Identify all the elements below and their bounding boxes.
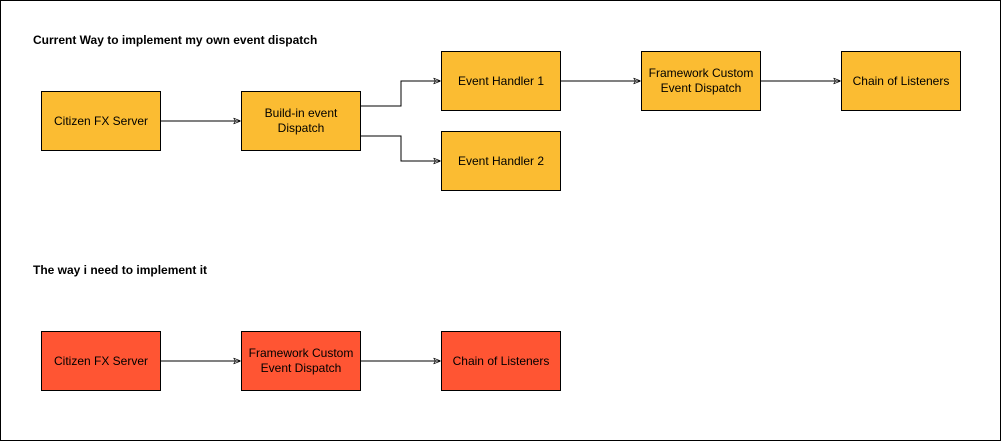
needed-way-heading: The way i need to implement it xyxy=(33,263,208,277)
node-event-handler-1[interactable]: Event Handler 1 xyxy=(441,51,561,111)
arrow-builtin-to-handler-2 xyxy=(361,135,440,161)
arrow-builtin-to-handler-1 xyxy=(361,81,440,107)
node-label: Event Handler 1 xyxy=(457,73,545,88)
node-citizen-fx-server[interactable]: Citizen FX Server xyxy=(41,91,161,151)
node-chain-of-listeners-new[interactable]: Chain of Listeners xyxy=(441,331,561,391)
node-label: Chain of Listeners xyxy=(452,353,550,368)
node-chain-of-listeners[interactable]: Chain of Listeners xyxy=(841,51,961,111)
node-label: Citizen FX Server xyxy=(53,353,149,368)
node-label: Chain of Listeners xyxy=(852,73,950,88)
node-label: Framework Custom Event Dispatch xyxy=(248,346,354,375)
node-framework-custom-event-dispatch-new[interactable]: Framework Custom Event Dispatch xyxy=(241,331,361,391)
node-label: Build-in event Dispatch xyxy=(264,106,338,135)
node-framework-custom-event-dispatch[interactable]: Framework Custom Event Dispatch xyxy=(641,51,761,111)
node-label: Event Handler 2 xyxy=(457,153,545,168)
current-way-heading: Current Way to implement my own event di… xyxy=(33,33,318,47)
node-citizen-fx-server-new[interactable]: Citizen FX Server xyxy=(41,331,161,391)
node-label: Citizen FX Server xyxy=(53,113,149,128)
node-label: Framework Custom Event Dispatch xyxy=(648,66,754,95)
node-build-in-event-dispatch[interactable]: Build-in event Dispatch xyxy=(241,91,361,151)
node-event-handler-2[interactable]: Event Handler 2 xyxy=(441,131,561,191)
